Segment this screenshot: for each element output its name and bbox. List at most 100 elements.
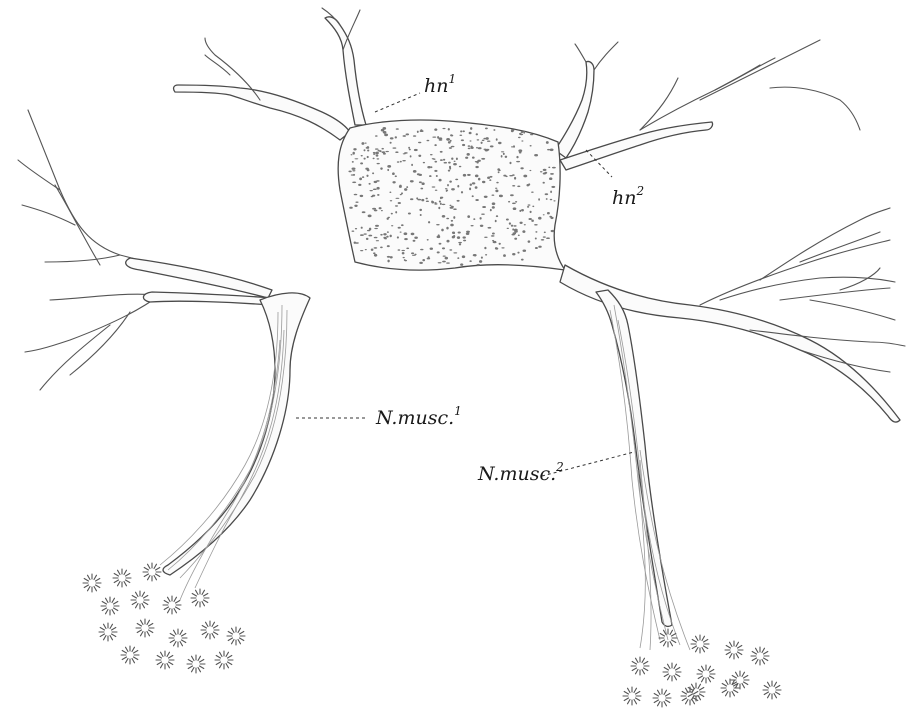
speckle — [479, 217, 481, 219]
end-plate-ray — [670, 642, 673, 646]
speckle — [358, 184, 361, 186]
speckle — [399, 185, 402, 188]
end-plate-ray — [668, 664, 671, 668]
end-plate-ray — [180, 642, 183, 646]
speckle — [382, 151, 386, 153]
speckle — [518, 234, 520, 236]
speckle — [535, 238, 537, 240]
speckle — [446, 138, 450, 141]
end-plate — [763, 681, 781, 699]
speckle — [453, 232, 455, 234]
end-plate-ray — [102, 602, 106, 605]
hn1-label: hn1 — [424, 72, 456, 97]
speckle — [495, 190, 498, 193]
end-plate-ray — [182, 640, 186, 643]
speckle — [404, 260, 407, 261]
end-plate-ray — [762, 660, 765, 664]
end-plate-ray — [692, 700, 695, 704]
speckle — [471, 225, 474, 226]
end-plate-ray — [702, 678, 705, 682]
speckle — [509, 175, 513, 176]
end-plate-ray — [764, 658, 768, 661]
speckle — [540, 171, 543, 172]
speckle — [406, 186, 408, 188]
speckle — [439, 200, 441, 202]
speckle — [535, 247, 538, 249]
speckle — [419, 262, 423, 264]
speckle — [482, 181, 485, 183]
hn1-label-sup: 1 — [448, 72, 456, 86]
end-plate-ray — [174, 597, 177, 601]
speckle — [423, 162, 425, 163]
speckle — [449, 166, 451, 169]
end-plate — [187, 655, 205, 673]
speckle — [410, 198, 413, 200]
speckle — [518, 149, 522, 152]
speckle — [530, 134, 533, 136]
end-plate-ray — [764, 652, 768, 655]
speckle — [484, 237, 488, 238]
end-plate-ray — [732, 676, 736, 679]
end-plate-ray — [206, 634, 209, 638]
speckle — [373, 252, 376, 254]
end-plate-ray — [106, 610, 109, 614]
end-plate-ray — [768, 682, 771, 686]
end-plate-ray — [112, 610, 115, 614]
end-plate-ray — [240, 632, 244, 635]
speckle — [402, 160, 405, 161]
speckle — [387, 231, 389, 233]
end-plate-ray — [204, 600, 208, 603]
speckle — [371, 249, 374, 251]
speckle — [510, 194, 514, 196]
end-plate-ray — [762, 648, 765, 652]
end-plate-ray — [161, 664, 164, 668]
speckle — [374, 237, 378, 239]
end-plate-ray — [742, 672, 745, 676]
end-plate-ray — [176, 607, 180, 610]
end-plate-ray — [736, 672, 739, 676]
speckle — [397, 249, 400, 251]
speckle — [355, 158, 359, 159]
speckle — [459, 243, 461, 245]
speckle — [543, 182, 545, 184]
end-plate-ray — [147, 632, 150, 636]
speckle — [365, 168, 369, 170]
speckle — [470, 127, 472, 130]
end-plate-ray — [84, 585, 88, 588]
speckle — [448, 162, 451, 164]
speckle — [511, 225, 513, 227]
end-plate-ray — [664, 702, 667, 706]
end-plate-ray — [114, 580, 118, 583]
speckle — [461, 191, 463, 193]
speckle — [441, 229, 444, 232]
end-plate-ray — [768, 694, 771, 698]
speckle — [503, 175, 506, 177]
end-plate-ray — [710, 676, 714, 679]
speckle — [479, 260, 482, 263]
end-plate-ray — [674, 676, 677, 680]
end-plate-ray — [192, 656, 195, 660]
end-plate-ray — [664, 674, 668, 677]
speckle — [435, 190, 438, 191]
end-plate-ray — [202, 626, 206, 629]
end-plate — [623, 687, 641, 705]
speckle — [421, 199, 424, 202]
end-plate-ray — [238, 640, 241, 644]
speckle — [490, 209, 492, 211]
speckle — [388, 217, 390, 218]
speckle — [353, 148, 356, 150]
speckle — [493, 129, 495, 131]
speckle — [383, 233, 386, 235]
end-plate — [101, 597, 119, 615]
speckle — [465, 157, 468, 159]
end-plate-ray — [100, 634, 104, 637]
speckle — [523, 175, 527, 178]
end-plate-ray — [167, 664, 170, 668]
speckle — [372, 172, 374, 174]
speckle — [478, 178, 480, 181]
speckle — [419, 174, 422, 176]
speckle — [543, 236, 546, 237]
speckle — [511, 129, 515, 131]
speckle — [546, 198, 548, 200]
speckle — [397, 161, 400, 163]
